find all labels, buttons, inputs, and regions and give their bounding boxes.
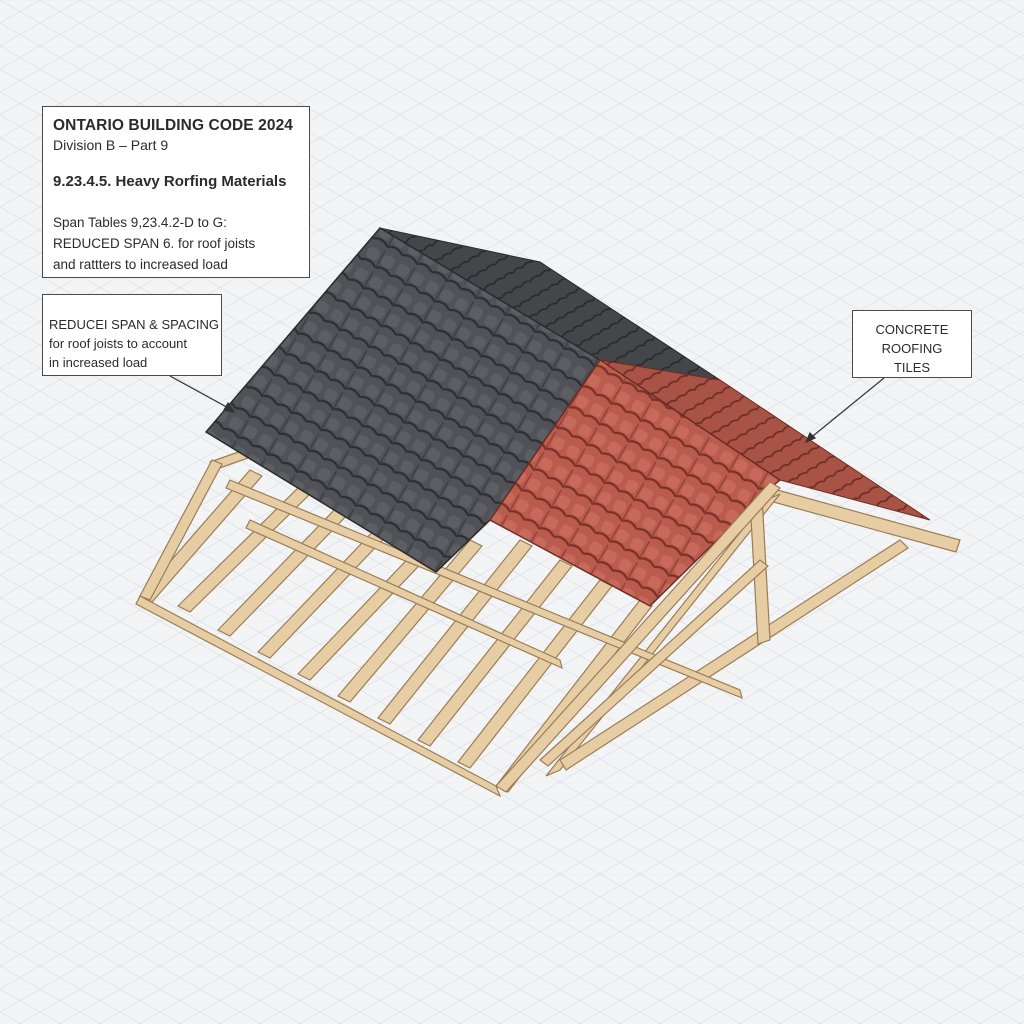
- building-code-callout: ONTARIO BUILDING CODE 2024 Division B – …: [42, 106, 310, 278]
- code-section: 9.23.4.5. Heavy Rorfing Materials: [53, 173, 287, 190]
- code-division: Division B – Part 9: [53, 137, 169, 153]
- span-spacing-callout: REDUCEI SPAN & SPACING for roof joists t…: [42, 294, 222, 376]
- tiles-callout-line: CONCRETE: [875, 322, 949, 337]
- code-note-line: REDUCED SPAN 6. for roof joists: [53, 236, 256, 251]
- span-callout-line: for roof joists to account: [49, 336, 188, 351]
- tiles-callout-line: TILES: [893, 360, 931, 375]
- span-callout-line: REDUCEI SPAN & SPACING: [49, 317, 219, 332]
- code-note-line: Span Tables 9,23.4.2-D to G:: [53, 215, 227, 230]
- roof-joists: [135, 449, 743, 798]
- tiles-callout-line: ROOFING: [881, 341, 943, 356]
- span-callout-line: in increased load: [49, 355, 148, 370]
- concrete-tile-section-red: [488, 358, 782, 607]
- code-title: ONTARIO BUILDING CODE 2024: [53, 117, 294, 134]
- callout-leader-lines: [169, 375, 885, 444]
- code-note-line: and rattters to increased load: [53, 257, 228, 272]
- rafters-foreground: [495, 481, 781, 793]
- code-note: Span Tables 9,23.4.2-D to G: REDUCED SPA…: [53, 212, 299, 275]
- concrete-tiles-callout: CONCRETE ROOFING TILES: [852, 310, 972, 378]
